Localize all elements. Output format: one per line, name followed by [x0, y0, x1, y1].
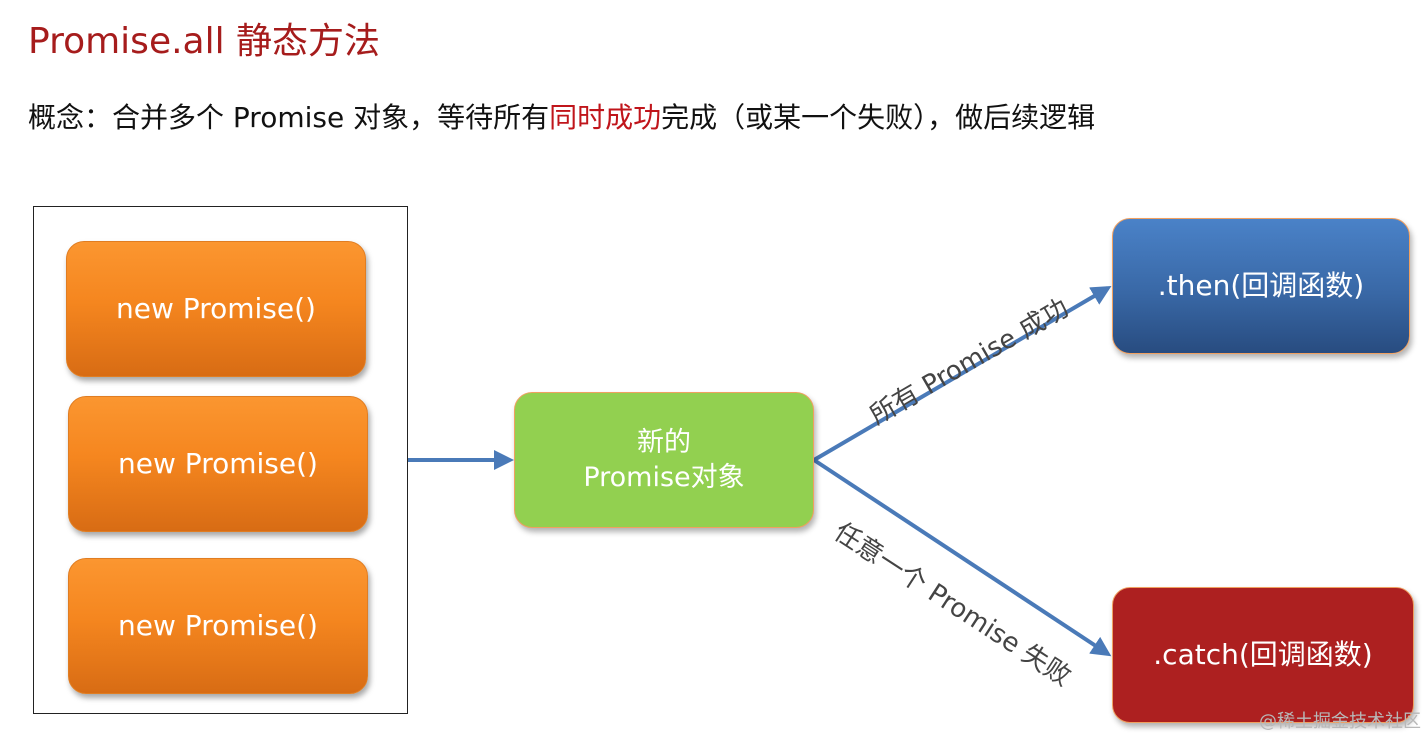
watermark: @稀土掘金技术社区 — [1259, 711, 1421, 732]
concept-text: 概念：合并多个 Promise 对象，等待所有同时成功完成（或某一个失败），做后… — [28, 96, 1095, 136]
catch-label: .catch(回调函数) — [1153, 637, 1373, 671]
then-label: .then(回调函数) — [1157, 268, 1365, 302]
input-promises-frame — [33, 206, 408, 714]
concept-text-after: 完成（或某一个失败），做后续逻辑 — [661, 101, 1096, 134]
input-promise-label: new Promise() — [118, 446, 318, 480]
concept-text-before: 概念：合并多个 Promise 对象，等待所有 — [28, 101, 550, 134]
input-promise-label: new Promise() — [118, 608, 318, 642]
concept-text-highlight: 同时成功 — [549, 101, 662, 134]
input-promise-label: new Promise() — [116, 291, 316, 325]
input-promise-node: new Promise() — [68, 558, 368, 694]
catch-node: .catch(回调函数) — [1112, 587, 1414, 723]
new-promise-node: 新的 Promise对象 — [514, 392, 814, 528]
arrow-center-to-catch — [812, 458, 1112, 657]
page-title: Promise.all 静态方法 — [28, 21, 381, 62]
input-promise-node: new Promise() — [68, 396, 368, 532]
arrow-center-to-then — [812, 285, 1112, 462]
then-node: .then(回调函数) — [1112, 218, 1410, 354]
new-promise-line1: 新的 — [636, 426, 691, 458]
new-promise-line2: Promise对象 — [583, 462, 745, 493]
input-promise-node: new Promise() — [66, 241, 366, 377]
